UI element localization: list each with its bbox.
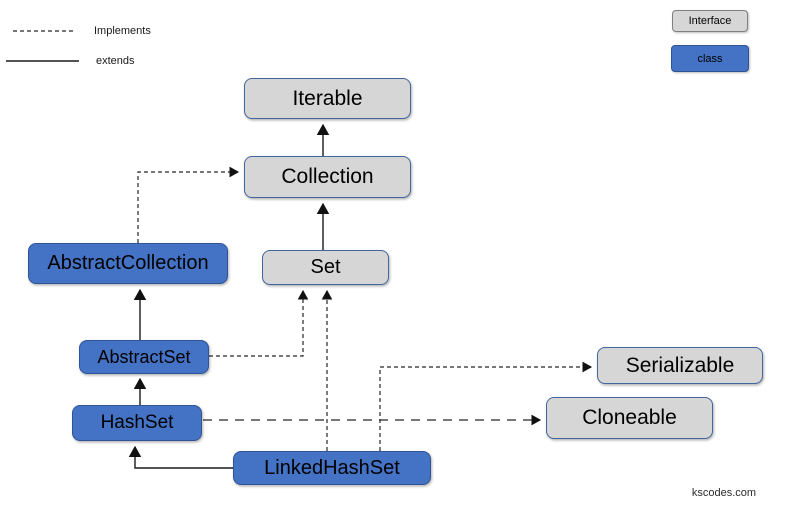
legend-interface-label: Interface [688, 15, 732, 27]
legend-implements-label: Implements [94, 25, 151, 37]
node-iterable[interactable]: Iterable [244, 78, 411, 119]
node-set[interactable]: Set [262, 250, 389, 285]
node-iterable-label: Iterable [292, 86, 363, 110]
node-abstractcollection-label: AbstractCollection [47, 252, 209, 274]
edge-linkedhashset-extends-hashset [128, 445, 233, 469]
legend-class-chip: class [671, 45, 749, 72]
edge-abstractset-implements-set [209, 289, 309, 357]
node-set-label: Set [310, 256, 341, 278]
node-collection[interactable]: Collection [244, 156, 411, 198]
node-abstractcollection[interactable]: AbstractCollection [28, 243, 228, 284]
legend-class-label: class [697, 52, 723, 65]
node-linkedhashset[interactable]: LinkedHashSet [233, 451, 431, 485]
legend-extends-label: extends [96, 55, 135, 67]
edge-abstractcollection-implements-collection [137, 166, 240, 243]
node-hashset[interactable]: HashSet [72, 405, 202, 441]
node-serializable-label: Serializable [625, 353, 735, 377]
node-abstractset[interactable]: AbstractSet [79, 340, 209, 374]
legend-interface-chip: Interface [672, 10, 748, 32]
node-collection-label: Collection [281, 165, 374, 188]
node-serializable[interactable]: Serializable [597, 347, 763, 384]
node-cloneable-label: Cloneable [582, 406, 677, 429]
node-linkedhashset-label: LinkedHashSet [264, 456, 400, 479]
watermark: kscodes.com [691, 487, 757, 499]
node-abstractset-label: AbstractSet [97, 346, 191, 367]
node-cloneable[interactable]: Cloneable [546, 397, 713, 439]
node-hashset-label: HashSet [100, 412, 174, 433]
